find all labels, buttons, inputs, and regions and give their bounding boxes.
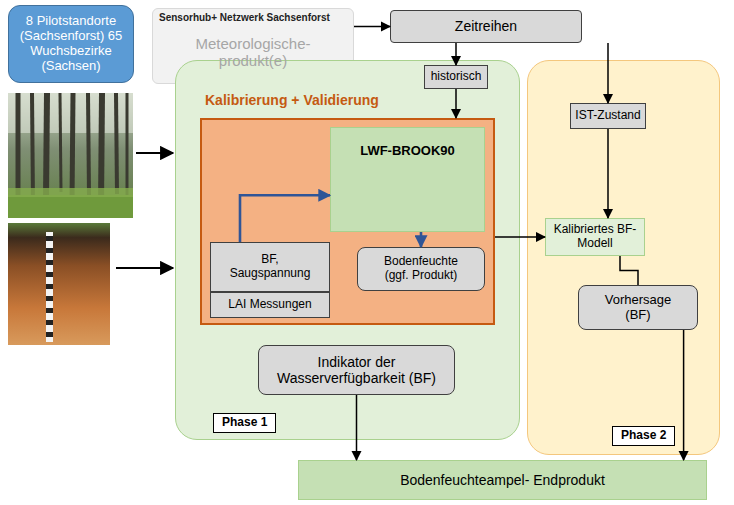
- phase-region: Phase 2 IST-ZustandKalibriertes BF-Modell…: [527, 60, 720, 455]
- box-label: LWF-BROOK90: [360, 144, 455, 159]
- flow-arrow: [354, 26, 390, 28]
- box-label: Phase 1: [213, 413, 276, 433]
- flow-arrow: [240, 195, 330, 242]
- source-box: 8 Pilotstandorte (Sachsenforst) 65 Wuchs…: [8, 5, 134, 83]
- box-label: 8 Pilotstandorte (Sachsenforst) 65 Wuchs…: [19, 14, 123, 74]
- box-label: Bodenfeuchteampel- Endprodukt: [400, 472, 605, 488]
- measurement-box: LAI Messungen: [210, 292, 330, 318]
- phase-region: Phase 1 historischKalibrierung + Validier…: [175, 60, 520, 440]
- box-label: BF, Saugspannung: [223, 253, 317, 281]
- box-label: Bodenfeuchte (ggf. Produkt): [372, 255, 470, 283]
- input-arrow: [116, 267, 173, 269]
- flow-arrow: [455, 89, 457, 118]
- process-box: Indikator der Wasserverfügbarkeit (BF): [258, 345, 455, 395]
- input-arrow: [136, 152, 173, 154]
- box-label: Phase 2: [612, 426, 675, 446]
- output-box: Bodenfeuchteampel- Endprodukt: [298, 460, 707, 500]
- soil-profile-photo: [8, 223, 110, 345]
- box-heading: Sensorhub+ Netzwerk Sachsenforst: [159, 12, 347, 24]
- box-label: Kalibriertes BF-Modell: [550, 223, 640, 251]
- box-label: historisch: [431, 70, 482, 84]
- process-box: Bodenfeuchte (ggf. Produkt): [357, 247, 485, 291]
- process-box: Zeitreihen: [390, 10, 582, 43]
- box-label: Zeitreihen: [455, 18, 517, 34]
- box-label: LAI Messungen: [228, 298, 311, 312]
- process-box: historisch: [424, 65, 488, 89]
- calibration-region: Kalibrierung + ValidierungLWF-BROOK90Bod…: [200, 118, 495, 325]
- forest-photo: [8, 93, 133, 218]
- flow-arrow: [455, 43, 457, 65]
- model-box: LWF-BROOK90: [330, 127, 485, 232]
- box-label: Kalibrierung + Validierung: [205, 92, 379, 108]
- flow-arrow: [620, 256, 638, 285]
- process-box: Vorhersage (BF): [578, 285, 698, 330]
- flow-arrow: [607, 129, 609, 218]
- box-label: IST-Zustand: [575, 109, 640, 123]
- flow-arrow: [420, 232, 423, 247]
- flow-arrow: [495, 236, 545, 238]
- box-label: Meteorologische- produkt(e): [178, 35, 328, 70]
- flow-arrow: [356, 395, 358, 460]
- flow-arrow: [607, 43, 609, 103]
- box-label: Vorhersage (BF): [597, 293, 679, 323]
- flow-arrow: [683, 330, 685, 460]
- model-box: Kalibriertes BF-Modell: [545, 218, 645, 256]
- process-box: IST-Zustand: [570, 103, 646, 129]
- measurement-box: BF, Saugspannung: [210, 242, 330, 292]
- box-label: Indikator der Wasserverfügbarkeit (BF): [263, 354, 450, 386]
